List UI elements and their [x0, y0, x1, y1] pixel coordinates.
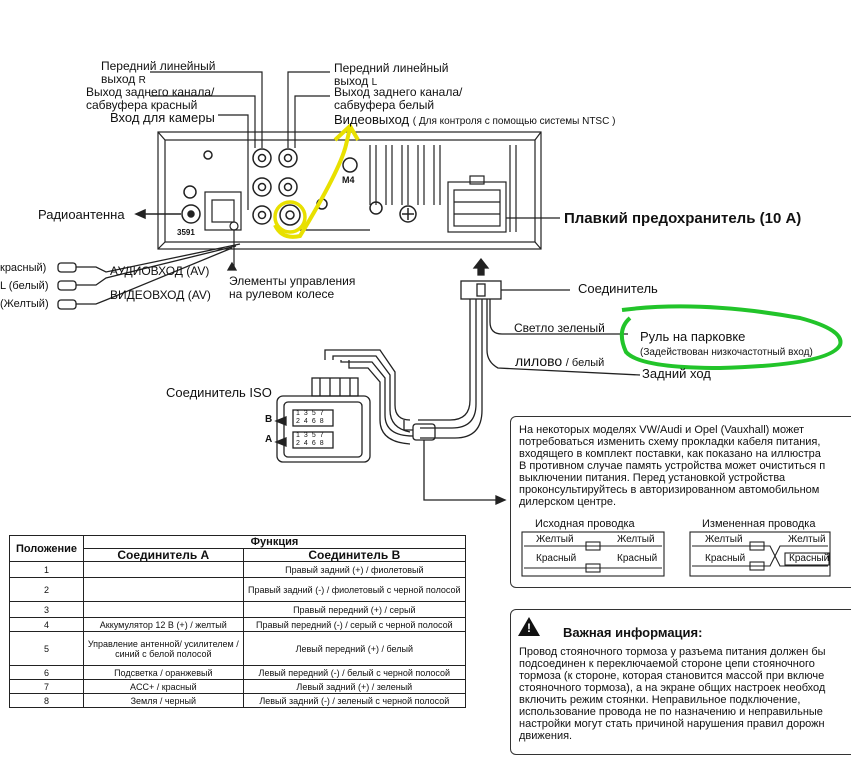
unit-iso-socket — [447, 175, 560, 233]
label-reverse: Задний ход — [642, 366, 711, 381]
label-iso-a: A — [265, 434, 273, 445]
iso-pins-b-row1: 1357 — [296, 410, 328, 417]
iso-pins-a-row2: 2468 — [296, 440, 328, 447]
label-original-wiring: Исходная проводка — [535, 518, 635, 530]
label-video-out: Видеовыход ( Для контроля с помощью сист… — [334, 112, 616, 127]
label-steering: Элементы управления на рулевом колесе — [229, 274, 356, 301]
label-audio-in: АУДИОВХОД (AV) — [110, 264, 210, 278]
warning-icon: ! — [518, 617, 540, 636]
label-connector: Соединитель — [578, 281, 658, 296]
note-vw-box — [510, 416, 851, 588]
label-parking: Руль на парковке (Задействован низкочаст… — [640, 329, 813, 358]
important-text: Провод стояночного тормоза у разъема пит… — [519, 646, 826, 742]
label-antenna: Радиоантенна — [38, 207, 125, 222]
label-mod-yellow-r: Желтый — [788, 534, 826, 545]
label-iso-b: B — [265, 414, 273, 425]
label-camera-in: Вход для камеры — [110, 110, 215, 125]
header-function: Функция — [82, 535, 467, 549]
label-modified-wiring: Измененная проводка — [702, 518, 816, 530]
label-rear-sub-red: Выход заднего канала/ сабвуфера красный — [86, 85, 215, 112]
header-connector-b: Соединитель В — [242, 548, 467, 562]
label-front-line-out-l: Передний линейный выход L — [334, 61, 449, 89]
label-mod-red-l: Красный — [705, 553, 746, 564]
leader-lines — [150, 71, 330, 210]
label-model: 3591 — [177, 228, 195, 237]
label-orig-red-r: Красный — [617, 553, 658, 564]
av-input-cables — [57, 243, 241, 310]
iso-plug — [274, 377, 371, 463]
steering-socket — [204, 191, 242, 270]
label-orig-yellow-l: Желтый — [536, 534, 574, 545]
label-fuse: Плавкий предохранитель (10 А) — [564, 210, 802, 227]
label-audio-in-red: красный) — [0, 262, 47, 274]
label-mod-red-r: Красный — [789, 553, 830, 564]
wiring-sketches — [521, 531, 831, 577]
rca-jacks — [183, 148, 417, 226]
label-audio-in-white: L (белый) — [0, 280, 49, 292]
function-table: Положение Функция Соединитель А Соединит… — [9, 535, 467, 708]
header-connector-a: Соединитель А — [82, 548, 244, 562]
label-orig-yellow-r: Желтый — [617, 534, 655, 545]
harness — [324, 257, 641, 506]
highlight-annotations — [273, 122, 843, 371]
label-rear-sub-white: Выход заднего канала/ сабвуфера белый — [334, 85, 463, 112]
important-box — [510, 609, 851, 755]
label-audio-in-yellow: (Желтый) — [0, 298, 49, 310]
label-video-in: ВИДЕОВХОД (AV) — [110, 288, 211, 302]
iso-pins-b-row2: 2468 — [296, 418, 328, 425]
label-violet: лилово / белый — [515, 353, 605, 369]
note-vw-text: На некоторых моделях VW/Audi и Opel (Vau… — [519, 424, 826, 508]
label-front-line-out-r: Передний линейный выход R — [101, 59, 216, 87]
header-position: Положение — [9, 535, 84, 562]
label-mod-yellow-l: Желтый — [705, 534, 743, 545]
label-iso: Соединитель ISO — [166, 385, 272, 400]
label-m4: M4 — [342, 175, 355, 185]
label-light-green: Светло зеленый — [514, 321, 605, 335]
antenna-socket — [134, 204, 201, 224]
label-orig-red-l: Красный — [536, 553, 577, 564]
iso-pins-a-row1: 1357 — [296, 432, 328, 439]
important-title: Важная информация: — [563, 625, 703, 640]
